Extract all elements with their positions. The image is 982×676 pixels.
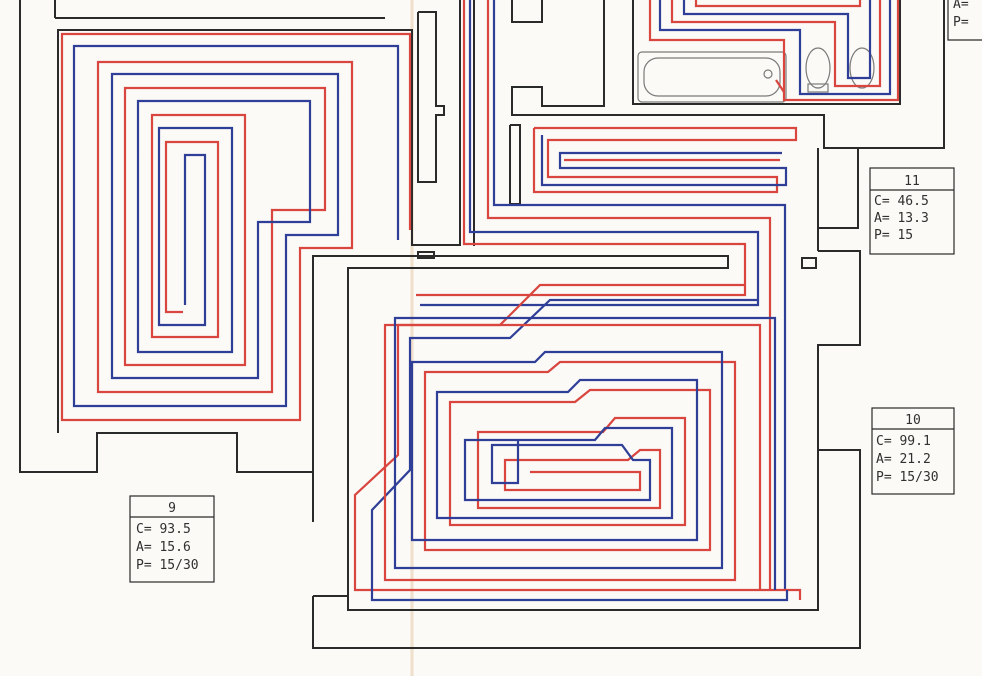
partial-box-area: A= [953, 0, 969, 12]
loop-9-id: 9 [168, 501, 176, 516]
loop-10-label: 10 C= 99.1 A= 21.2 P= 15/30 [871, 407, 955, 495]
loop-9-pitch: P= 15/30 [136, 558, 199, 573]
partial-label-box: A= P= [947, 0, 982, 41]
bath-fixtures [637, 47, 875, 103]
heating-loop-11 [532, 126, 798, 194]
loop-9-label: 9 C= 93.5 A= 15.6 P= 15/30 [129, 495, 215, 583]
loop-10-length: C= 99.1 [876, 434, 931, 449]
loop-11-label: 11 C= 46.5 A= 13.3 P= 15 [869, 167, 955, 255]
loop-11-pitch: P= 15 [874, 228, 913, 243]
loop-10-pitch: P= 15/30 [876, 470, 939, 485]
loop-11-id: 11 [904, 174, 920, 189]
loop-10-id: 10 [905, 413, 921, 428]
heating-loop-10 [353, 283, 802, 602]
bath-pipes [648, 0, 900, 102]
partial-box-pitch: P= [953, 15, 969, 30]
loop-10-area: A= 21.2 [876, 452, 931, 467]
heating-loop-9 [60, 32, 412, 422]
walls [19, 0, 945, 649]
loop-9-length: C= 93.5 [136, 522, 191, 537]
loop-9-area: A= 15.6 [136, 540, 191, 555]
loop-11-length: C= 46.5 [874, 194, 929, 209]
loop-11-area: A= 13.3 [874, 211, 929, 226]
corridor-pipes [416, 0, 787, 590]
